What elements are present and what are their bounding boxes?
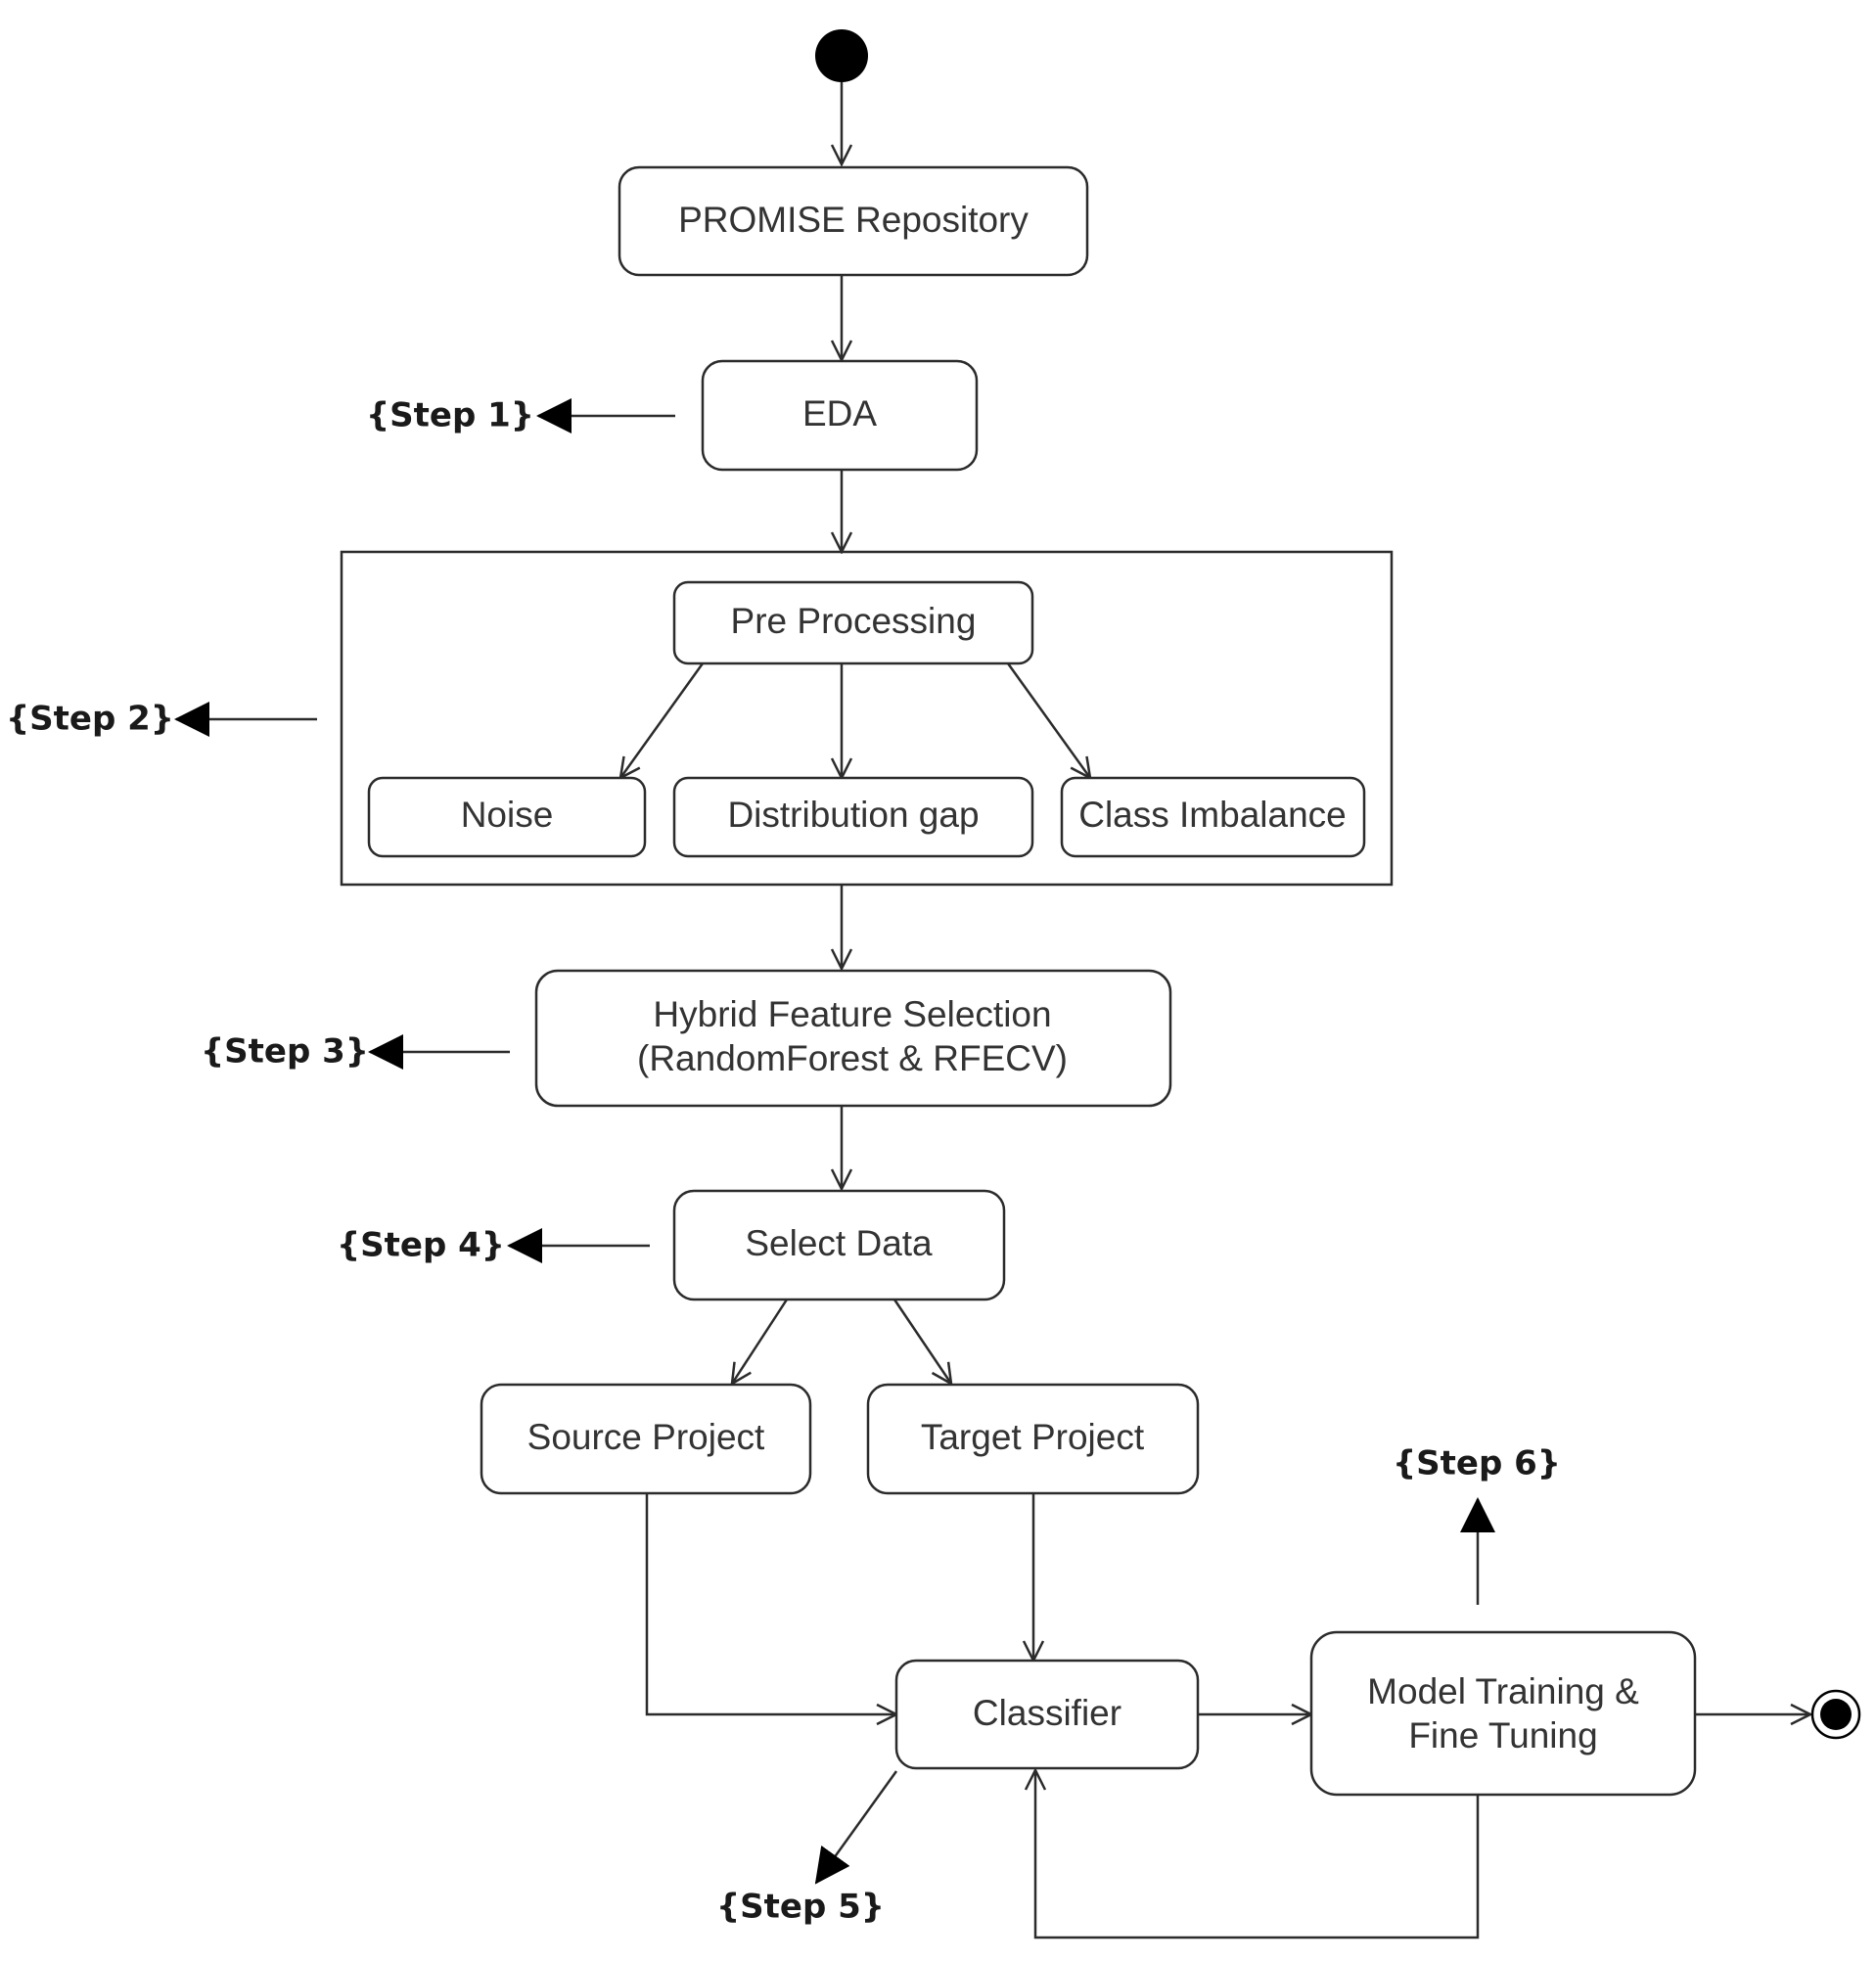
step1-label: {Step 1}: [366, 396, 534, 435]
edge-pre-noise: [620, 662, 705, 778]
edge-select-source: [732, 1299, 789, 1384]
step6-label: {Step 6}: [1393, 1444, 1561, 1483]
node-label: Noise: [461, 795, 554, 835]
node-class-imbalance: Class Imbalance: [1060, 776, 1366, 858]
edge-source-classifier: [645, 1493, 896, 1714]
step5-pointer: [814, 1770, 898, 1885]
node-select-data: Select Data: [672, 1189, 1006, 1301]
node-label: Class Imbalance: [1078, 795, 1347, 835]
step3-label: {Step 3}: [201, 1032, 369, 1072]
node-label: Classifier: [973, 1693, 1121, 1733]
node-noise: Noise: [367, 776, 647, 858]
node-label: EDA: [802, 393, 877, 433]
node-label: Source Project: [527, 1417, 765, 1457]
node-classifier: Classifier: [894, 1659, 1200, 1770]
node-hybrid-feature-selection: Hybrid Feature Selection (RandomForest &…: [534, 969, 1172, 1108]
node-label: Distribution gap: [727, 795, 979, 835]
end-node: [1810, 1689, 1861, 1740]
edge-select-target: [892, 1299, 951, 1384]
edge-training-classifier-loop: [1035, 1770, 1480, 1939]
node-label: Select Data: [745, 1223, 933, 1263]
node-source-project: Source Project: [480, 1383, 812, 1495]
node-label: PROMISE Repository: [678, 200, 1029, 240]
node-target-project: Target Project: [866, 1383, 1200, 1495]
step5-label: {Step 5}: [716, 1888, 885, 1927]
node-distribution-gap: Distribution gap: [672, 776, 1034, 858]
step2-label: {Step 2}: [6, 700, 174, 739]
node-label-line2: Fine Tuning: [1408, 1715, 1597, 1756]
node-model-training: Model Training & Fine Tuning: [1309, 1630, 1697, 1797]
node-label-line1: Hybrid Feature Selection: [653, 994, 1051, 1034]
start-node: [815, 29, 868, 82]
node-label-line1: Model Training &: [1367, 1671, 1639, 1711]
node-label: Target Project: [921, 1417, 1145, 1457]
step4-label: {Step 4}: [337, 1226, 505, 1265]
node-label-line2: (RandomForest & RFECV): [637, 1038, 1068, 1078]
node-promise-repository: PROMISE Repository: [618, 165, 1089, 277]
node-pre-processing: Pre Processing: [672, 580, 1034, 665]
edge-pre-imbalance: [1006, 662, 1090, 778]
node-eda: EDA: [701, 359, 979, 472]
preprocessing-group: [340, 550, 1394, 887]
node-label: Pre Processing: [731, 601, 977, 641]
